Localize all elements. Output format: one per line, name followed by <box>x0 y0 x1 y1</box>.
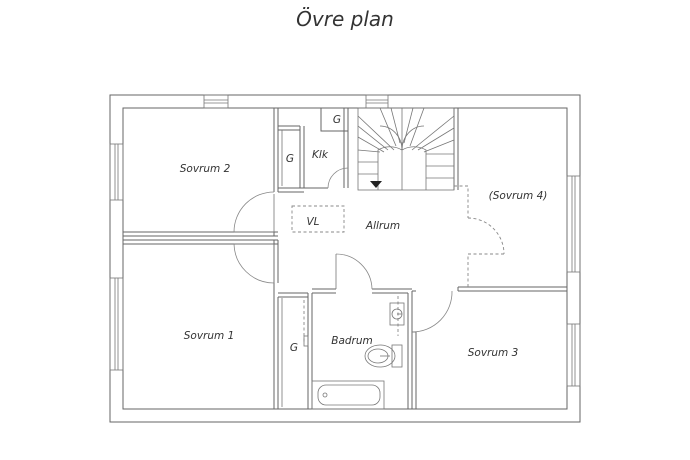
outer-walls <box>109 94 581 423</box>
room-label-badrum: Badrum <box>331 335 373 347</box>
stair-direction-arrow-icon <box>370 181 382 188</box>
room-label-g-klk: G <box>286 153 294 165</box>
dashed-elements <box>291 185 505 344</box>
room-label-sovrum-4: (Sovrum 4) <box>489 190 548 202</box>
closet-marks <box>281 130 309 407</box>
room-label-g-top: G <box>333 114 341 126</box>
room-label-sovrum-1: Sovrum 1 <box>184 330 235 342</box>
room-label-klk: Klk <box>312 149 329 161</box>
sink-icon <box>389 302 405 326</box>
interior-walls <box>123 107 567 409</box>
room-label-g-hall: G <box>290 342 298 354</box>
doors <box>233 167 453 333</box>
room-label-allrum: Allrum <box>365 220 400 232</box>
bathtub-icon <box>311 380 385 410</box>
bathroom-fixtures <box>311 302 405 410</box>
room-labels: Sovrum 2 (Sovrum 4) Sovrum 1 Sovrum 3 Al… <box>180 114 548 359</box>
plan-title: Övre plan <box>296 7 394 31</box>
room-label-sovrum-2: Sovrum 2 <box>180 163 231 175</box>
room-label-vl: VL <box>306 216 319 228</box>
windows <box>109 94 581 387</box>
staircase <box>357 107 455 191</box>
room-label-sovrum-3: Sovrum 3 <box>468 347 519 359</box>
toilet-icon <box>364 344 403 368</box>
